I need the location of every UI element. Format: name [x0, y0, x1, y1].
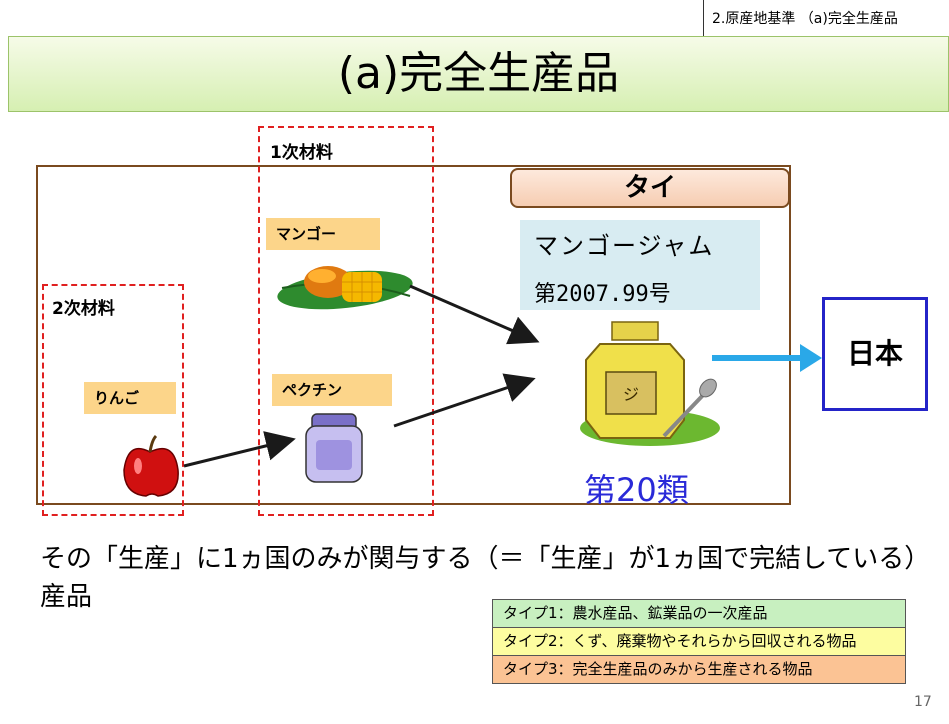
page-number: 17	[914, 694, 932, 710]
destination-box: 日本	[822, 297, 928, 411]
page-title: (a)完全生産品	[337, 48, 620, 99]
description-text: その「生産」に1ヵ国のみが関与する（＝「生産」が1ヵ国で完結している）産品	[40, 544, 918, 612]
primary-material-label: 1次材料	[270, 143, 333, 163]
pectin-tag: ペクチン	[272, 374, 392, 406]
hs-class-label: 第20類	[584, 471, 689, 509]
mango-icon	[277, 266, 413, 310]
svg-text:ジ: ジ	[623, 385, 639, 404]
type-row-1: タイプ1：農水産品、鉱業品の一次産品	[492, 599, 906, 628]
mango-arrow	[409, 284, 540, 345]
mango-tag: マンゴー	[266, 218, 380, 250]
apple-arrow	[183, 431, 296, 468]
apple-icon	[123, 434, 179, 497]
jam-tariff-number: 第2007.99号	[534, 282, 671, 307]
type-row-3: タイプ3：完全生産品のみから生産される物品	[492, 655, 906, 684]
secondary-material-box	[42, 284, 184, 516]
country-tab: タイ	[510, 168, 790, 208]
jam-jar-icon: ジ	[580, 321, 720, 446]
thailand-frame	[36, 165, 791, 505]
jam-info-box	[520, 220, 760, 310]
secondary-material-label: 2次材料	[52, 299, 115, 319]
pectin-arrow	[393, 373, 536, 428]
primary-material-box	[258, 126, 434, 516]
apple-tag: りんご	[84, 382, 176, 414]
pectin-jar-icon	[305, 413, 363, 483]
type-list: タイプ1：農水産品、鉱業品の一次産品 タイプ2：くず、廃棄物やそれらから回収され…	[492, 599, 906, 684]
title-band	[8, 36, 949, 112]
jam-name: マンゴージャム	[534, 232, 715, 260]
type-row-2: タイプ2：くず、廃棄物やそれらから回収される物品	[492, 627, 906, 656]
